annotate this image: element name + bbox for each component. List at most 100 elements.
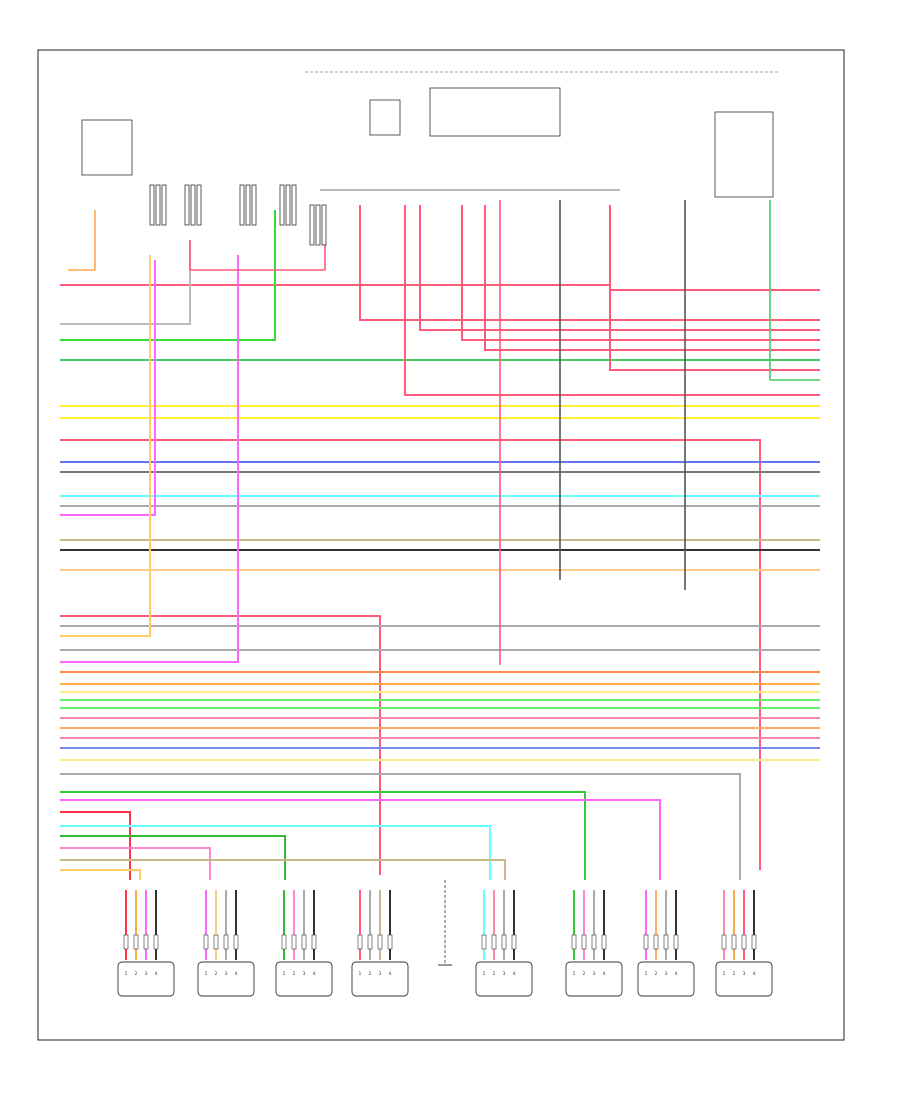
wire-w26 <box>60 255 239 663</box>
injector-pin-label: 4 <box>155 971 158 977</box>
injector-pin-label: 3 <box>379 971 382 977</box>
injector-terminal <box>311 934 317 950</box>
injector-pin-label: 3 <box>743 971 746 977</box>
wire-w38 <box>60 791 586 880</box>
wire-w13 <box>60 439 761 870</box>
injector-terminal <box>203 934 209 950</box>
fuel-injector: 1 2 3 4 <box>117 890 175 997</box>
injector-pin-label: 1 <box>283 971 286 977</box>
injector-pin-label: 1 <box>205 971 208 977</box>
ground-switch <box>369 99 401 136</box>
connector-pin <box>285 184 291 226</box>
injector-pin-label: 1 <box>723 971 726 977</box>
injector-body <box>565 961 623 997</box>
wire-w43 <box>60 847 211 880</box>
injector-pin-label: 2 <box>733 971 736 977</box>
injector-pin-label: 3 <box>503 971 506 977</box>
injector-pin-label: 2 <box>215 971 218 977</box>
injector-body <box>475 961 533 997</box>
wire-w22 <box>60 615 381 875</box>
sensor-connector <box>149 184 167 226</box>
injector-terminal <box>123 934 129 950</box>
wire-w45 <box>60 869 141 880</box>
injector-terminal <box>291 934 297 950</box>
injector-pin-label: 2 <box>369 971 372 977</box>
injector-terminal <box>143 934 149 950</box>
connector-pin <box>309 204 315 246</box>
injector-body <box>275 961 333 997</box>
wire-w09 <box>609 205 820 371</box>
injector-pin-label: 2 <box>135 971 138 977</box>
wire-w06 <box>461 205 820 341</box>
fuel-injector: 1 2 3 4 <box>275 890 333 997</box>
relay-module <box>714 111 774 198</box>
injector-pin-label: 4 <box>235 971 238 977</box>
components-layer <box>81 71 780 246</box>
wire-w07 <box>484 205 820 351</box>
injector-terminal <box>133 934 139 950</box>
injector-body <box>351 961 409 997</box>
injector-pin-label: 2 <box>655 971 658 977</box>
injector-terminal <box>511 934 517 950</box>
injector-pin-label: 4 <box>313 971 316 977</box>
injector-pin-label: 3 <box>665 971 668 977</box>
injector-pin-label: 3 <box>303 971 306 977</box>
connector-pin <box>184 184 190 226</box>
wire-w37 <box>60 773 741 880</box>
wire-w42 <box>60 835 286 880</box>
wire-w18 <box>60 260 156 516</box>
injector-pin-label: 2 <box>493 971 496 977</box>
injector-terminal <box>387 934 393 950</box>
connector-pin <box>190 184 196 226</box>
connector-pin <box>149 184 155 226</box>
injector-terminal <box>233 934 239 950</box>
injector-terminal <box>731 934 737 950</box>
injector-pin-label: 1 <box>359 971 362 977</box>
sensor-connector <box>279 184 297 226</box>
wire-w10 <box>404 205 820 396</box>
injector-pin-label: 4 <box>753 971 756 977</box>
injector-terminal <box>223 934 229 950</box>
injector-terminal <box>281 934 287 950</box>
wire-w01 <box>60 284 820 291</box>
injector-terminal <box>491 934 497 950</box>
wire-w05 <box>419 205 820 331</box>
injector-pin-label: 2 <box>583 971 586 977</box>
sensor-connector <box>309 204 327 246</box>
injector-terminal <box>591 934 597 950</box>
injector-terminal <box>721 934 727 950</box>
injector-terminal <box>153 934 159 950</box>
injector-pin-label: 1 <box>125 971 128 977</box>
injector-terminal <box>581 934 587 950</box>
injector-pin-label: 1 <box>645 971 648 977</box>
wire-w02 <box>60 240 191 325</box>
injector-terminal <box>741 934 747 950</box>
sensor-connector <box>239 184 257 226</box>
injector-body <box>197 961 255 997</box>
wire-w41 <box>60 825 491 880</box>
injector-body <box>117 961 175 997</box>
injector-terminal <box>213 934 219 950</box>
injector-body <box>715 961 773 997</box>
connector-pin <box>251 184 257 226</box>
injector-pin-label: 4 <box>603 971 606 977</box>
relay-box <box>429 87 561 137</box>
injector-pin-label: 3 <box>593 971 596 977</box>
ground-symbol <box>438 880 452 966</box>
injector-terminal <box>367 934 373 950</box>
injector-pin-label: 3 <box>145 971 148 977</box>
injector-pin-label: 2 <box>293 971 296 977</box>
injector-terminal <box>377 934 383 950</box>
wires-layer <box>60 200 820 880</box>
wire-w24 <box>60 255 151 637</box>
wire-w44 <box>60 859 506 880</box>
fuel-injector: 1 2 3 4 <box>715 890 773 997</box>
wire-w03 <box>60 210 276 341</box>
injector-body <box>637 961 695 997</box>
